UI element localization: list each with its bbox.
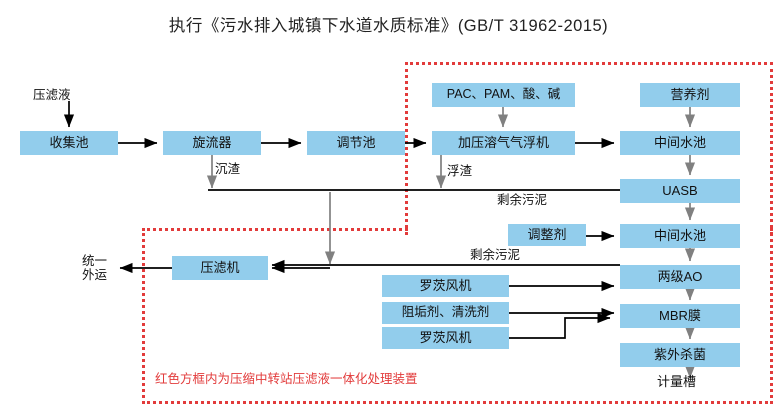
node-blower-1[interactable]: 罗茨风机 <box>382 275 509 297</box>
node-uv-sterilizer[interactable]: 紫外杀菌 <box>620 343 740 367</box>
label-excess-sludge-lower: 剩余污泥 <box>470 248 521 262</box>
page-title: 执行《污水排入城镇下水道水质标准》(GB/T 31962-2015) <box>168 17 609 35</box>
red-zone-right-seam <box>764 228 769 234</box>
node-regulator[interactable]: 调整剂 <box>508 224 586 246</box>
label-scum: 浮渣 <box>447 164 473 178</box>
label-unified-transport: 统一 外运 <box>82 254 107 282</box>
node-daf[interactable]: 加压溶气气浮机 <box>432 131 575 155</box>
node-uasb[interactable]: UASB <box>620 179 740 203</box>
label-excess-sludge-upper: 剩余污泥 <box>497 193 548 207</box>
node-collect[interactable]: 收集池 <box>20 131 118 155</box>
node-antiscalant[interactable]: 阻垢剂、清洗剂 <box>382 302 509 324</box>
node-chemical-pac[interactable]: PAC、PAM、酸、碱 <box>432 83 575 107</box>
red-zone-caption: 红色方框内为压缩中转站压滤液一体化处理装置 <box>155 372 418 386</box>
transport-line-1: 统一 <box>82 254 108 268</box>
node-cyclone[interactable]: 旋流器 <box>163 131 261 155</box>
node-blower-2[interactable]: 罗茨风机 <box>382 327 509 349</box>
node-filter-press[interactable]: 压滤机 <box>172 256 268 280</box>
node-nutrient[interactable]: 营养剂 <box>640 83 740 107</box>
transport-line-2: 外运 <box>82 268 108 282</box>
node-equalize[interactable]: 调节池 <box>307 131 405 155</box>
node-midpool-2[interactable]: 中间水池 <box>620 224 740 248</box>
node-mbr[interactable]: MBR膜 <box>620 304 740 328</box>
label-sediment: 沉渣 <box>215 162 241 176</box>
label-inflow: 压滤液 <box>33 88 71 102</box>
node-two-stage-ao[interactable]: 两级AO <box>620 265 740 289</box>
node-midpool-1[interactable]: 中间水池 <box>620 131 740 155</box>
label-metering-tank: 计量槽 <box>657 374 697 389</box>
